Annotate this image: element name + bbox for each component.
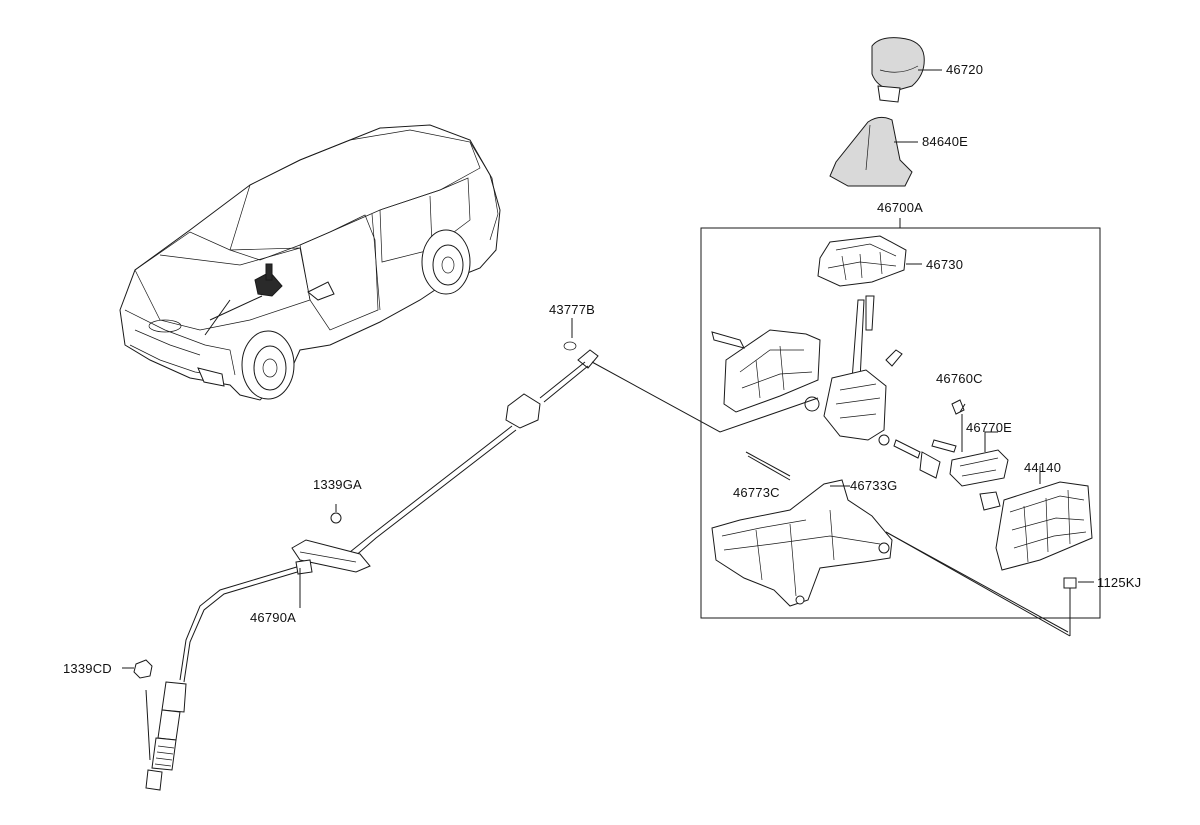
shift-boot-84640e [829,116,918,187]
label-46790a: 46790A [250,610,297,625]
part-46760c-46770e [949,399,1009,511]
clip-43777b [563,318,577,351]
bolt-1125kj [1063,577,1094,636]
part-46730 [817,235,922,287]
label-1339ga: 1339GA [313,477,362,492]
label-46773c: 46773C [733,485,780,500]
label-46760c: 46760C [936,371,983,386]
vehicle-illustration [119,124,501,401]
label-46730: 46730 [926,257,964,272]
label-46770e: 46770E [966,420,1013,435]
label-43777b: 43777B [549,302,596,317]
label-44140: 44140 [1024,460,1062,475]
label-1125kj: 1125KJ [1097,575,1142,590]
label-46733g: 46733G [850,478,898,493]
label-46700a: 46700A [877,200,924,215]
shift-cable-46790a [133,349,599,791]
shifter-mechanism [711,295,957,479]
leader-lines [122,361,1071,669]
assembly-46700a-box [700,218,1101,619]
part-44140 [995,466,1093,571]
label-1339cd: 1339CD [63,661,112,676]
label-84640e: 84640E [922,134,969,149]
label-46720: 46720 [946,62,984,77]
shift-knob-46720 [871,37,942,103]
shifter-base-46733g [711,451,893,607]
